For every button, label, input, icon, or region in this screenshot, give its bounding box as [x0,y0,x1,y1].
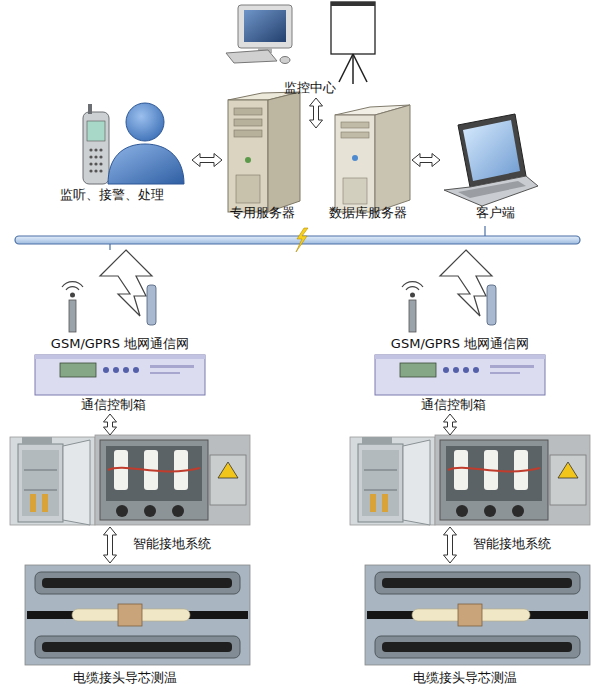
node-label: 数据库服务器 [329,205,407,221]
gsm-network: GSM/GPRS 地网通信网 [40,282,205,354]
node-label: 专用服务器 [230,205,295,221]
node-label: 智能接地系统 [133,536,211,552]
cable-joint: 电缆接头导芯测温 [22,563,252,687]
double-arrow [104,414,117,435]
control-box: 通信控制箱 [373,352,548,414]
node-label: 电缆接头导芯测温 [413,670,517,686]
double-arrow [104,527,117,563]
node-label: 通信控制箱 [81,397,146,413]
alarm-operator: 监听、接警、处理 [60,95,192,205]
grounding-system: 智能接地系统 [348,435,593,527]
double-arrow [310,98,323,128]
client-laptop: 客户端 [440,110,540,222]
double-arrow [444,527,457,563]
node-label: 电缆接头导芯测温 [73,670,177,686]
grounding-system: 智能接地系统 [8,435,253,527]
node-label: GSM/GPRS 地网通信网 [391,336,529,352]
node-label: 监控中心 [284,80,336,96]
double-arrow [412,154,440,167]
node-label: 客户端 [476,205,515,221]
cable-joint: 电缆接头导芯测温 [362,563,592,687]
monitor-center: 监控中心 [225,0,385,98]
node-label: GSM/GPRS 地网通信网 [51,336,189,352]
double-arrow [192,154,222,167]
node-label: 监听、接警、处理 [60,187,164,203]
server-unit: 专用服务器 [222,92,304,222]
control-box: 通信控制箱 [33,352,208,414]
node-label: 智能接地系统 [473,536,551,552]
double-arrow [444,414,457,435]
node-label: 通信控制箱 [421,397,486,413]
gsm-network: GSM/GPRS 地网通信网 [380,282,545,354]
database-server: 数据库服务器 [312,128,412,222]
